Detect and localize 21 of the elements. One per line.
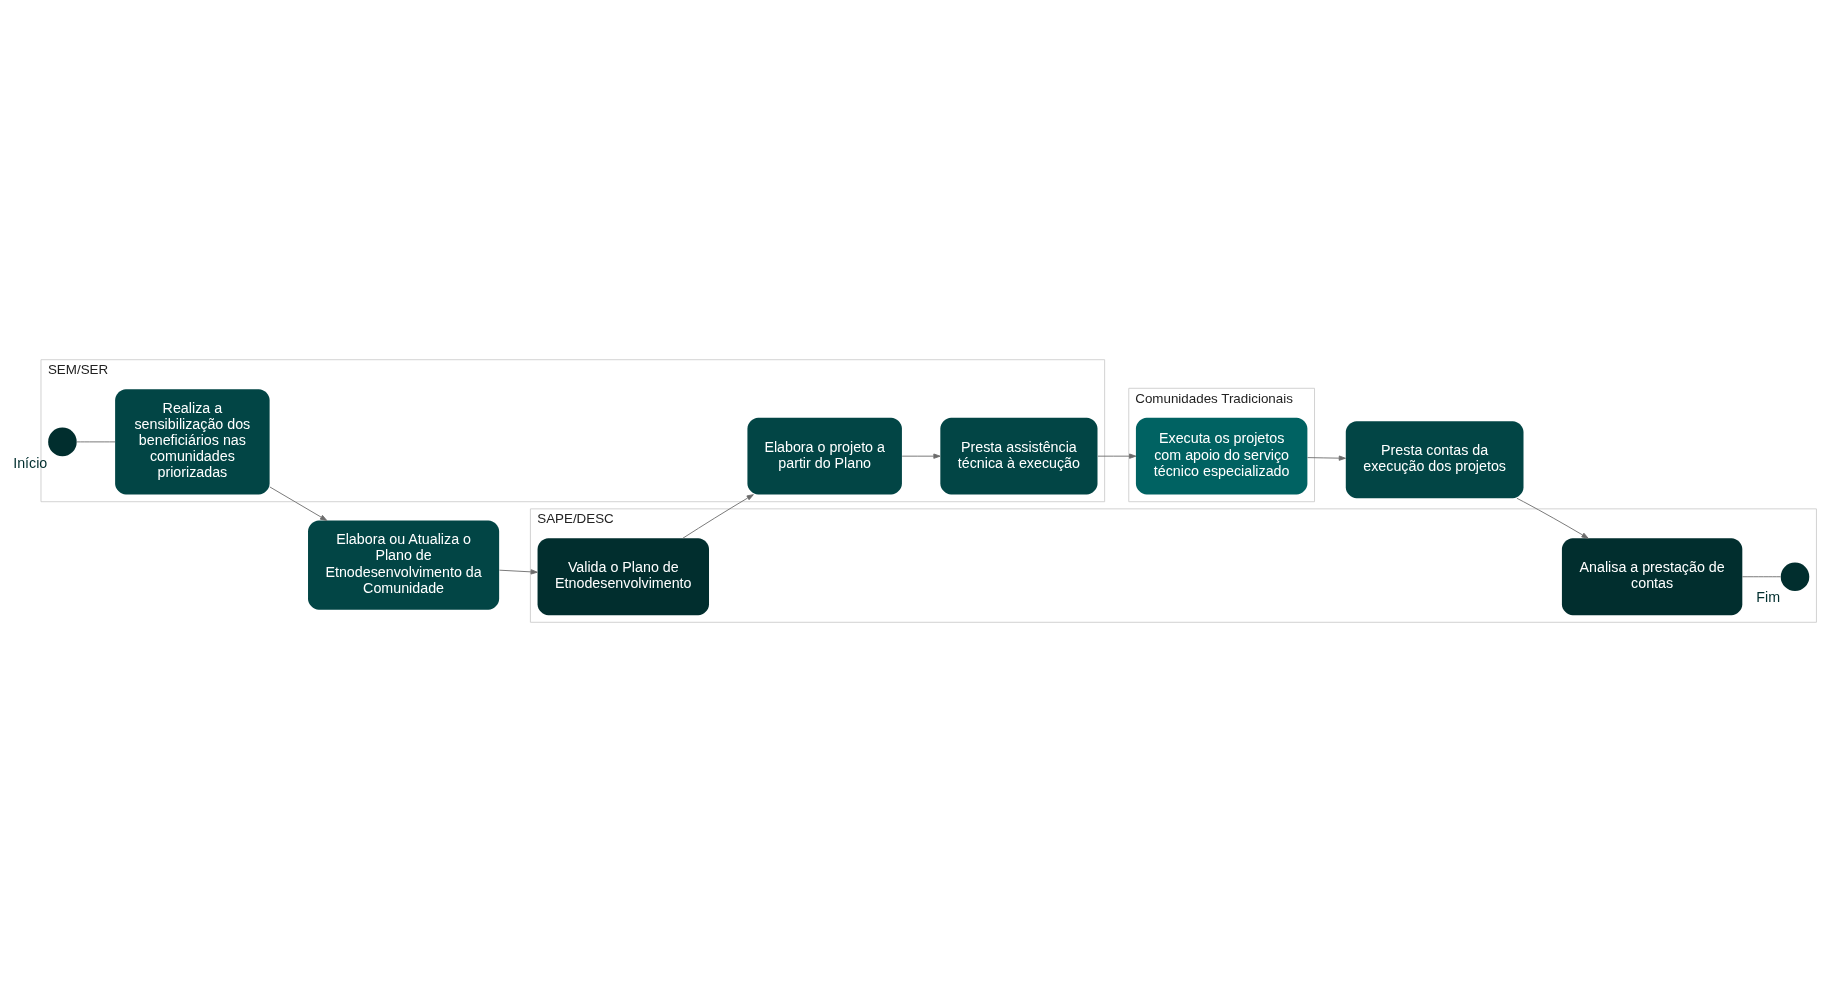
node-box: Analisa a prestação de contas [1561, 538, 1743, 616]
node-label: Início [13, 454, 48, 471]
connector [76, 441, 116, 443]
node-circle [1780, 562, 1810, 592]
node-box: Presta contas da execução dos projetos [1345, 421, 1524, 499]
node-box: Presta assistência técnica à execução [940, 417, 1098, 495]
arrow [1097, 453, 1137, 459]
node-box: Elabora o projeto a partir do Plano [747, 417, 902, 495]
arrow [498, 569, 538, 575]
arrow [269, 486, 328, 521]
node-box: Elabora ou Atualiza o Plano de Etnodesenvolvimento da Comunidade [308, 520, 500, 610]
connector [1741, 576, 1781, 578]
node-box: Valida o Plano de Etnodesenvolvimento [537, 538, 709, 616]
arrow [682, 494, 754, 539]
arrow [1307, 455, 1346, 461]
node-box: Executa os projetos com apoio do serviço técnico especializado [1135, 417, 1308, 495]
arrow [901, 453, 941, 459]
node-circle [48, 427, 77, 457]
node-box: Realiza a sensibilização dos beneficiários nas comunidades priorizadas [115, 389, 270, 495]
arrow [1516, 497, 1589, 539]
node-label: Fim [1756, 589, 1781, 606]
